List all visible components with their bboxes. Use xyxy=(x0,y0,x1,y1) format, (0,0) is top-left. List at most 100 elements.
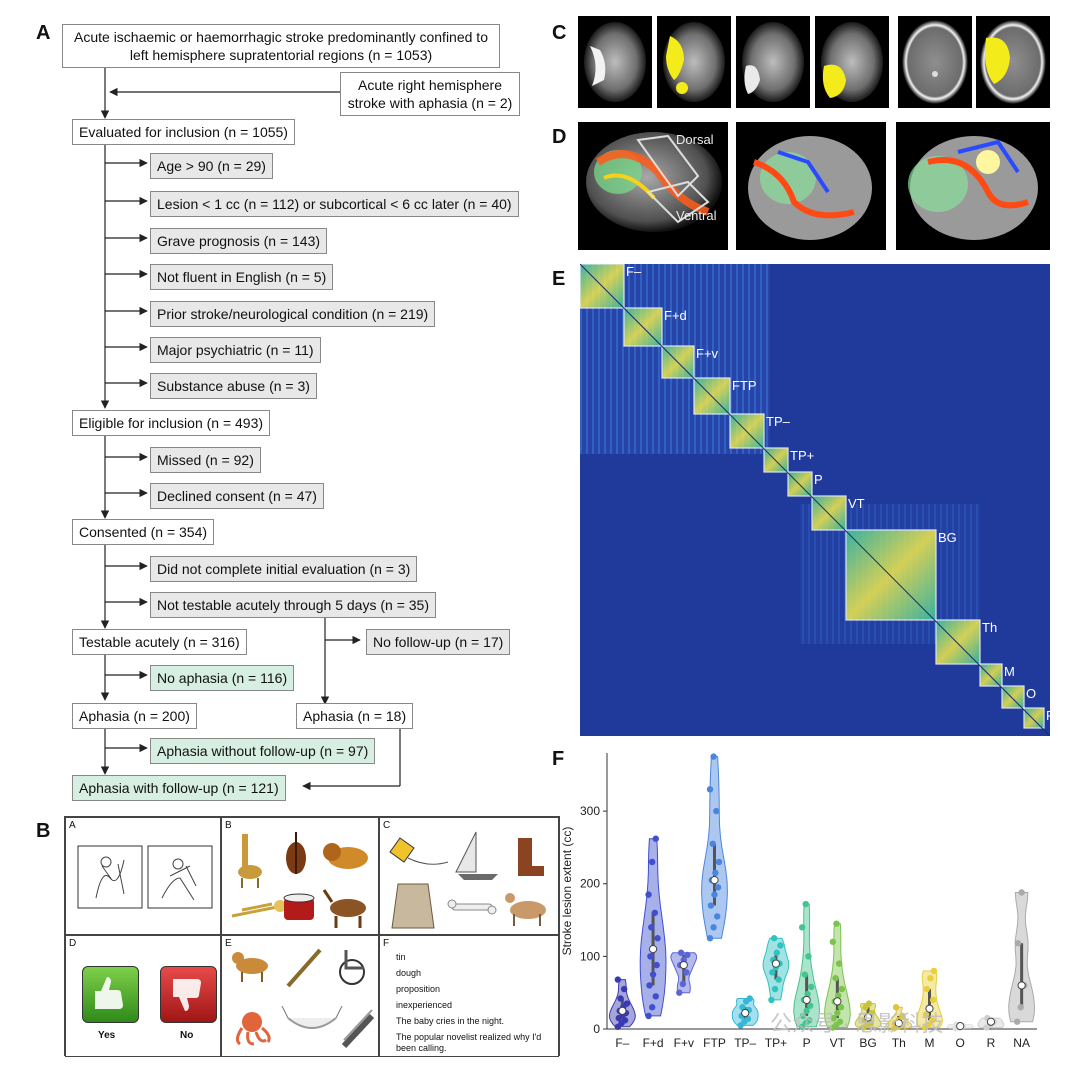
flow-box-aphasia-200: Aphasia (n = 200) xyxy=(72,703,197,729)
flow-excl-english: Not fluent in English (n = 5) xyxy=(150,264,334,290)
x-tick-label: NA xyxy=(1013,1036,1030,1050)
x-tick-label: TP+ xyxy=(765,1036,787,1050)
module-block xyxy=(729,413,765,449)
data-point xyxy=(648,924,655,931)
horse-icon xyxy=(322,889,366,928)
data-point xyxy=(769,969,776,976)
data-point xyxy=(645,891,652,898)
data-point xyxy=(1014,940,1022,947)
reading-word-3: proposition xyxy=(396,984,441,994)
data-point xyxy=(649,971,657,978)
flow-box-no-follow-up: No follow-up (n = 17) xyxy=(366,629,511,655)
median-marker xyxy=(771,959,781,968)
flow-excl-declined: Declined consent (n = 47) xyxy=(150,483,324,509)
module-block xyxy=(811,495,847,531)
data-point xyxy=(645,1012,652,1020)
module-block xyxy=(763,447,789,473)
panel-label-e: E xyxy=(552,268,566,290)
sagittal-slice-2 xyxy=(908,136,1038,240)
data-point xyxy=(798,924,806,931)
x-tick-label: O xyxy=(956,1036,965,1050)
object-pictures-e xyxy=(232,948,375,1049)
median-marker xyxy=(986,1017,996,1026)
data-point xyxy=(648,858,656,866)
module-block xyxy=(845,529,937,621)
drum-icon xyxy=(283,893,315,920)
data-point xyxy=(746,995,753,1002)
median-marker xyxy=(956,1021,965,1031)
data-point xyxy=(1018,889,1025,896)
data-point xyxy=(676,989,683,996)
data-point xyxy=(739,1004,746,1011)
data-point xyxy=(838,985,846,993)
module-block xyxy=(1023,707,1045,729)
bone-icon xyxy=(447,899,497,915)
flow-box-right-hemisphere: Acute right hemisphere stroke with aphas… xyxy=(340,72,520,116)
module-label: R xyxy=(1046,708,1050,723)
panel-label-c: C xyxy=(552,22,567,44)
coat-icon xyxy=(391,883,435,929)
data-point xyxy=(744,1015,752,1023)
module-block xyxy=(979,663,1003,687)
data-point xyxy=(775,976,782,983)
data-point xyxy=(620,985,628,993)
flow-excl-missed: Missed (n = 92) xyxy=(150,447,261,473)
mri-slice-3 xyxy=(736,16,810,108)
flow-box-testable: Testable acutely (n = 316) xyxy=(72,629,247,655)
fmri-overlays: Dorsal Ventral xyxy=(578,122,1050,250)
data-point xyxy=(770,935,778,942)
data-point xyxy=(617,995,624,1002)
x-tick-label: VT xyxy=(830,1036,846,1050)
module-label: TP+ xyxy=(790,448,814,463)
flow-box-evaluated: Evaluated for inclusion (n = 1055) xyxy=(72,119,295,145)
x-tick-label: P xyxy=(803,1036,811,1050)
data-point xyxy=(1017,1004,1024,1011)
cell-tag: D xyxy=(69,938,77,949)
data-point xyxy=(714,884,722,891)
data-point xyxy=(835,992,842,999)
data-point xyxy=(706,786,714,793)
kite-icon xyxy=(389,837,449,865)
data-point xyxy=(799,1012,807,1020)
no-label: No xyxy=(180,1030,194,1041)
data-point xyxy=(833,920,840,927)
stimulus-cell-f: F tin dough proposition inexperienced Th… xyxy=(379,935,559,1057)
median-marker xyxy=(741,1008,750,1018)
violin-icon xyxy=(286,832,306,874)
data-point xyxy=(653,961,660,969)
module-label: VT xyxy=(848,496,865,511)
thumbs-up-icon xyxy=(82,966,139,1023)
mri-slice-4 xyxy=(815,16,889,108)
data-point xyxy=(679,980,687,988)
flow-excl-lesion: Lesion < 1 cc (n = 112) or subcortical <… xyxy=(150,191,519,217)
data-point xyxy=(807,983,815,991)
flow-box-consented: Consented (n = 354) xyxy=(72,519,215,545)
data-point xyxy=(677,949,685,956)
panel-label-d: D xyxy=(552,126,567,148)
data-point xyxy=(614,976,622,983)
data-point xyxy=(835,960,843,967)
data-point xyxy=(706,935,714,942)
giraffe-icon xyxy=(238,834,262,888)
data-point xyxy=(715,858,723,866)
cell-tag: B xyxy=(225,820,232,831)
median-marker xyxy=(894,1019,903,1028)
mri-slice-1 xyxy=(578,16,652,108)
data-point xyxy=(804,990,811,998)
data-point xyxy=(829,938,837,946)
median-marker xyxy=(679,960,688,970)
y-tick-label: 300 xyxy=(580,804,600,818)
module-label: BG xyxy=(938,530,957,545)
data-point xyxy=(684,951,691,959)
module-block xyxy=(1001,685,1025,709)
mri-slice-2 xyxy=(657,16,731,108)
picture-naming-grid: A B C xyxy=(64,816,560,1057)
sagittal-slice-1 xyxy=(748,136,872,240)
flow-box-aphasia-without-follow-up: Aphasia without follow-up (n = 97) xyxy=(150,738,376,764)
reading-word-4: inexperienced xyxy=(396,1000,453,1010)
module-label: F+d xyxy=(664,308,687,323)
module-label: M xyxy=(1004,664,1015,679)
flow-box-aphasia-with-follow-up: Aphasia with follow-up (n = 121) xyxy=(72,775,286,801)
ct-slice-1 xyxy=(898,16,972,108)
flow-box-no-aphasia: No aphasia (n = 116) xyxy=(150,665,295,691)
